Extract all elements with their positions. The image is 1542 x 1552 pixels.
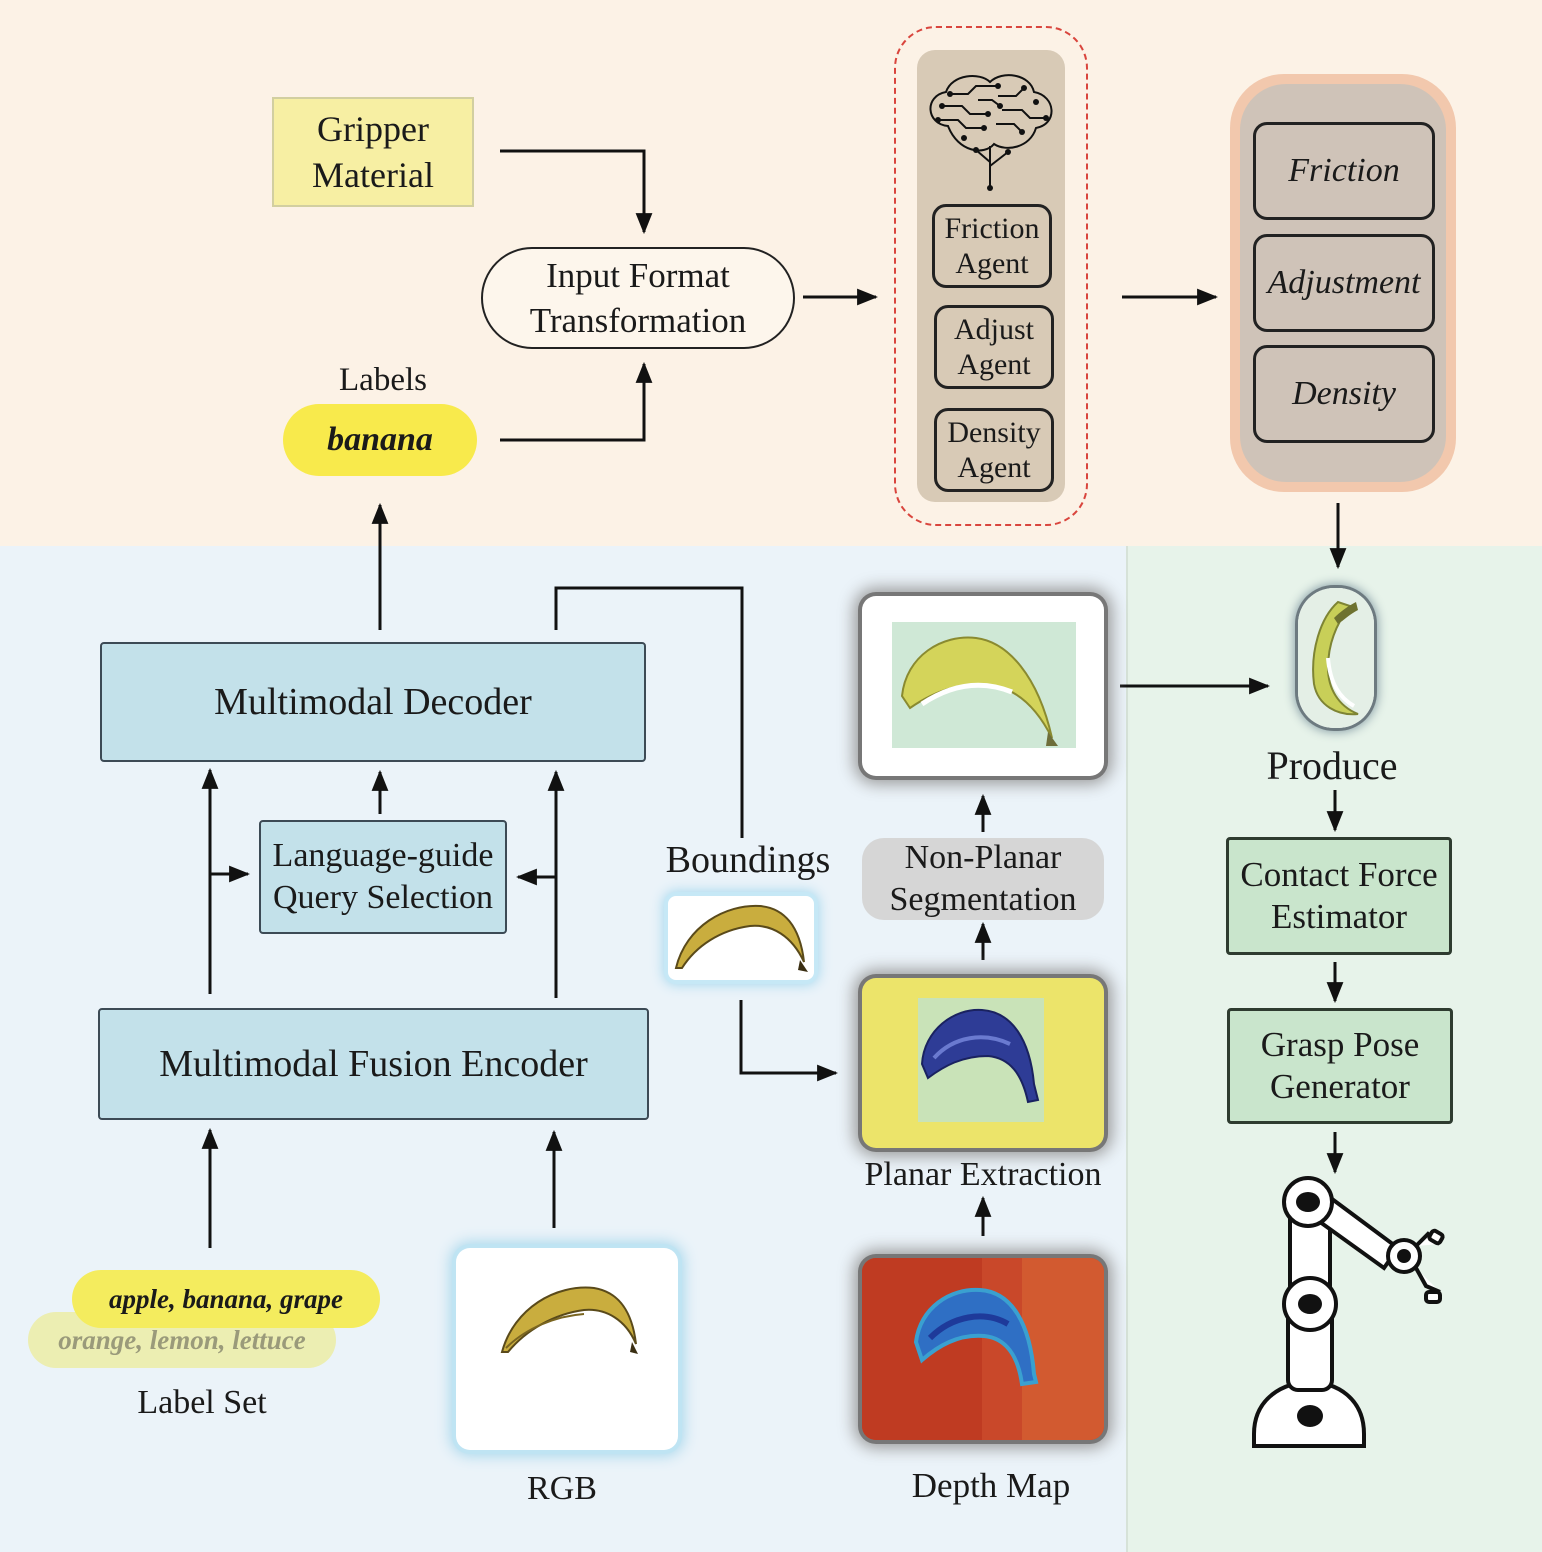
rgb-caption: RGB bbox=[527, 1470, 597, 1507]
grasp-pose-generator-box: Grasp Pose Generator bbox=[1227, 1008, 1453, 1124]
input-format-transformation-box: Input Format Transformation bbox=[481, 247, 795, 349]
banana-image-icon bbox=[500, 1286, 638, 1354]
agents-group-outline bbox=[894, 26, 1088, 526]
banana-crop-icon bbox=[674, 904, 808, 972]
query-selection-box: Language-guide Query Selection bbox=[259, 820, 507, 934]
density-output: Density bbox=[1253, 345, 1435, 443]
multimodal-fusion-encoder-box: Multimodal Fusion Encoder bbox=[98, 1008, 649, 1120]
friction-agent-label: Friction Agent bbox=[944, 212, 1040, 280]
planar-extraction-caption: Planar Extraction bbox=[864, 1156, 1102, 1193]
query-selection-label: Language-guide Query Selection bbox=[272, 837, 494, 916]
contact-force-estimator-box: Contact Force Estimator bbox=[1226, 837, 1452, 955]
adjust-agent-label: Adjust Agent bbox=[953, 313, 1034, 381]
depth-map-caption: Depth Map bbox=[911, 1466, 1071, 1505]
segmented-banana-image bbox=[862, 596, 1104, 776]
multimodal-decoder-box: Multimodal Decoder bbox=[100, 642, 646, 762]
label-set-caption: Label Set bbox=[137, 1384, 267, 1421]
robot-arm-icon bbox=[1252, 1176, 1445, 1448]
density-agent-box: Density Agent bbox=[934, 408, 1054, 492]
boundings-caption: Boundings bbox=[665, 839, 831, 881]
input-format-label: Input Format Transformation bbox=[529, 256, 747, 340]
banana-produce-icon bbox=[1298, 588, 1374, 728]
gripper-material-box: Gripper Material bbox=[272, 97, 474, 207]
label-set-pill-front: apple, banana, grape bbox=[72, 1270, 380, 1328]
depth-map-image bbox=[862, 1258, 1104, 1440]
boundings-image bbox=[668, 896, 814, 980]
produce-caption: Produce bbox=[1266, 743, 1398, 788]
planar-extraction-image bbox=[862, 978, 1104, 1148]
labels-caption: Labels bbox=[339, 362, 427, 398]
brain-circuit-icon bbox=[929, 74, 1053, 191]
friction-agent-box: Friction Agent bbox=[932, 204, 1052, 288]
gripper-material-label: Gripper Material bbox=[312, 109, 434, 195]
produce-image bbox=[1298, 588, 1374, 728]
non-planar-segmentation-box: Non-Planar Segmentation bbox=[862, 838, 1104, 920]
non-planar-label: Non-Planar Segmentation bbox=[889, 839, 1077, 918]
adjustment-output: Adjustment bbox=[1253, 234, 1435, 332]
density-agent-label: Density Agent bbox=[947, 416, 1041, 484]
label-pill: banana bbox=[283, 404, 477, 476]
grasp-pose-label: Grasp Pose Generator bbox=[1260, 1025, 1420, 1106]
contact-force-label: Contact Force Estimator bbox=[1240, 855, 1438, 936]
planar-depth-icon bbox=[918, 998, 1044, 1122]
adjust-agent-box: Adjust Agent bbox=[934, 305, 1054, 389]
rgb-image bbox=[456, 1248, 678, 1450]
segmented-banana-icon bbox=[892, 622, 1076, 748]
friction-output: Friction bbox=[1253, 122, 1435, 220]
depth-map-icon bbox=[862, 1258, 1104, 1440]
